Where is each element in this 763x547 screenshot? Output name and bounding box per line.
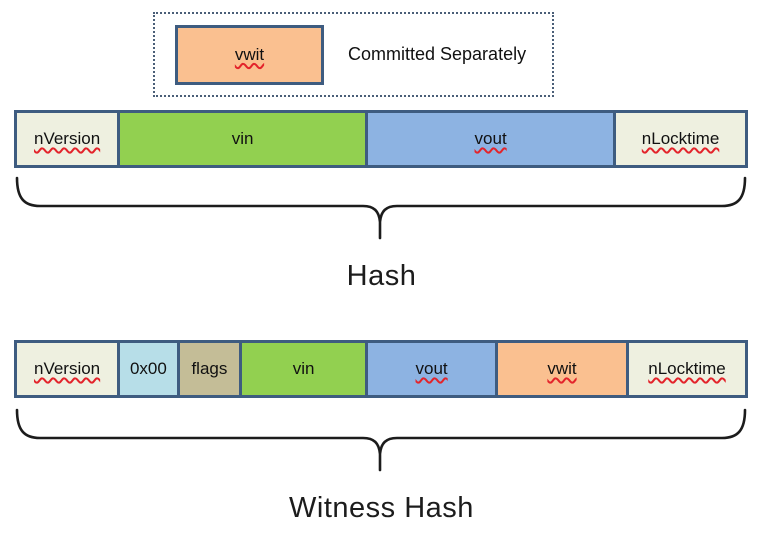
segment-label: vout: [474, 129, 507, 148]
committed-separately-callout: vwit Committed Separately: [153, 12, 554, 97]
segment-vwit: vwit: [495, 343, 626, 395]
segment-nlocktime: nLocktime: [625, 343, 745, 395]
segment-flags: flags: [176, 343, 240, 395]
vwit-swatch: vwit: [175, 24, 324, 85]
segment-label: vin: [292, 359, 315, 378]
segment-label: nVersion: [34, 129, 101, 148]
segment-label: flags: [191, 359, 228, 378]
segment-label: 0x00: [129, 359, 167, 378]
hash-label: Hash: [346, 260, 417, 292]
segment-nlocktime: nLocktime: [613, 113, 745, 165]
vwit-swatch-label: vwit: [234, 44, 265, 64]
segment-nversion: nVersion: [17, 343, 118, 395]
segment-0x00: 0x00: [117, 343, 177, 395]
segment-label: vin: [231, 129, 254, 148]
segment-label: nLocktime: [641, 129, 720, 148]
segment-nversion: nVersion: [17, 113, 118, 165]
hash-row: nVersion vin vout nLocktime: [14, 110, 748, 168]
segment-vin: vin: [239, 343, 366, 395]
committed-separately-text: Committed Separately: [348, 44, 527, 64]
witness-hash-label: Witness Hash: [289, 492, 474, 524]
segment-label: nVersion: [33, 359, 101, 378]
segment-label: nLocktime: [648, 359, 726, 378]
hash-brace: [15, 176, 747, 240]
segment-vin: vin: [117, 113, 366, 165]
witness-hash-brace: [15, 408, 747, 472]
segment-vout: vout: [365, 343, 496, 395]
witness-hash-row: nVersion 0x00 flags vin vout vwit nLocktime: [14, 340, 748, 398]
segment-vout: vout: [365, 113, 614, 165]
segment-label: vout: [415, 359, 448, 378]
segment-label: vwit: [547, 359, 577, 378]
